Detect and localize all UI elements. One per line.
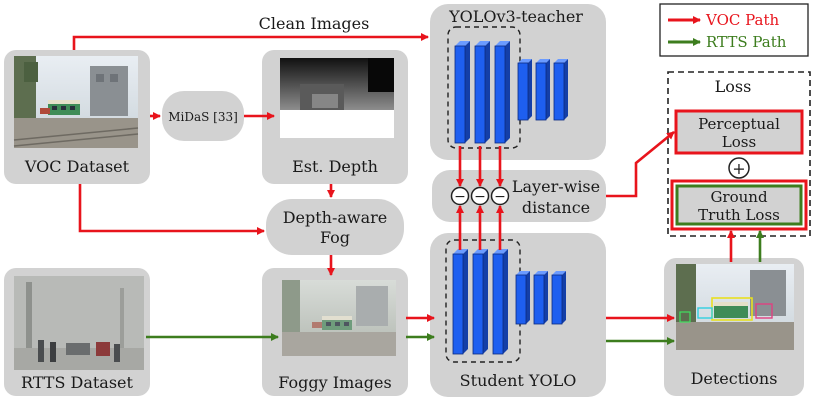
teacher-layer-1 xyxy=(454,41,470,144)
legend-box xyxy=(659,3,809,57)
teacher-layers xyxy=(447,26,568,149)
student-small-layer-2 xyxy=(533,271,548,325)
perceptual-label-line2: Loss xyxy=(722,133,756,151)
minus-circle-1 xyxy=(450,186,470,206)
minus-sign-2: − xyxy=(474,189,486,205)
teacher-small-layer-2 xyxy=(535,59,550,121)
rtts-dataset-label: RTTS Dataset xyxy=(21,373,133,392)
arrow-distance-to-perceptual xyxy=(606,130,675,198)
arrow-voc-to-fog xyxy=(78,184,265,235)
depth-aware-fog-node xyxy=(266,199,404,255)
arrow-voc-to-teacher xyxy=(72,33,429,50)
teacher-small-layer-1 xyxy=(517,59,532,121)
ground-label-line1: Ground xyxy=(710,188,768,206)
teacher-layer-2 xyxy=(474,41,490,144)
student-layer-2 xyxy=(472,249,488,355)
voc-dataset-label: VOC Dataset xyxy=(24,157,130,176)
midas-node xyxy=(162,91,244,141)
student-layer-1 xyxy=(452,249,468,355)
difference-operators: − − − xyxy=(450,186,510,206)
legend-voc-label: VOC Path xyxy=(705,11,780,29)
ground-truth-loss-outer xyxy=(670,179,808,231)
teacher-small-layer-3 xyxy=(553,59,568,121)
ground-label-line2: Truth Loss xyxy=(698,206,780,224)
plus-sign: + xyxy=(732,159,745,178)
student-layers xyxy=(445,239,566,363)
midas-label: MiDaS [33] xyxy=(168,110,238,124)
layerwise-label-line1: Layer-wise xyxy=(512,177,600,196)
depth-map-thumbnail xyxy=(280,58,394,138)
rtts-image-thumbnail xyxy=(14,276,144,370)
student-small-layer-3 xyxy=(551,271,566,325)
detections-thumbnail xyxy=(676,264,794,350)
ground-truth-loss-box xyxy=(675,184,803,226)
rtts-path-arrows xyxy=(146,230,764,345)
legend-rtts-label: RTTS Path xyxy=(706,33,787,51)
minus-sign-3: − xyxy=(494,189,506,205)
minus-circle-2 xyxy=(470,186,490,206)
layerwise-distance-node xyxy=(432,170,606,222)
student-layer-3 xyxy=(492,249,508,355)
detections-label: Detections xyxy=(691,369,778,388)
voc-path-arrows xyxy=(72,33,735,322)
foggy-images-label: Foggy Images xyxy=(278,373,391,392)
plus-circle xyxy=(728,157,750,179)
fog-label-line1: Depth-aware xyxy=(283,208,388,227)
teacher-layer-3 xyxy=(494,41,510,144)
perceptual-loss-box xyxy=(674,109,804,155)
minus-sign-1: − xyxy=(454,189,466,205)
voc-image-thumbnail xyxy=(13,56,139,148)
perceptual-label-line1: Perceptual xyxy=(698,115,780,133)
fog-label-line2: Fog xyxy=(320,228,350,247)
student-label: Student YOLO xyxy=(460,371,577,390)
est-depth-label: Est. Depth xyxy=(292,157,378,176)
teacher-label: YOLOv3-teacher xyxy=(448,7,583,26)
loss-title: Loss xyxy=(715,77,752,96)
foggy-image-thumbnail xyxy=(282,280,396,356)
layerwise-label-line2: distance xyxy=(522,198,590,217)
minus-circle-3 xyxy=(490,186,510,206)
student-small-layer-1 xyxy=(515,271,530,325)
clean-images-label: Clean Images xyxy=(259,14,370,33)
